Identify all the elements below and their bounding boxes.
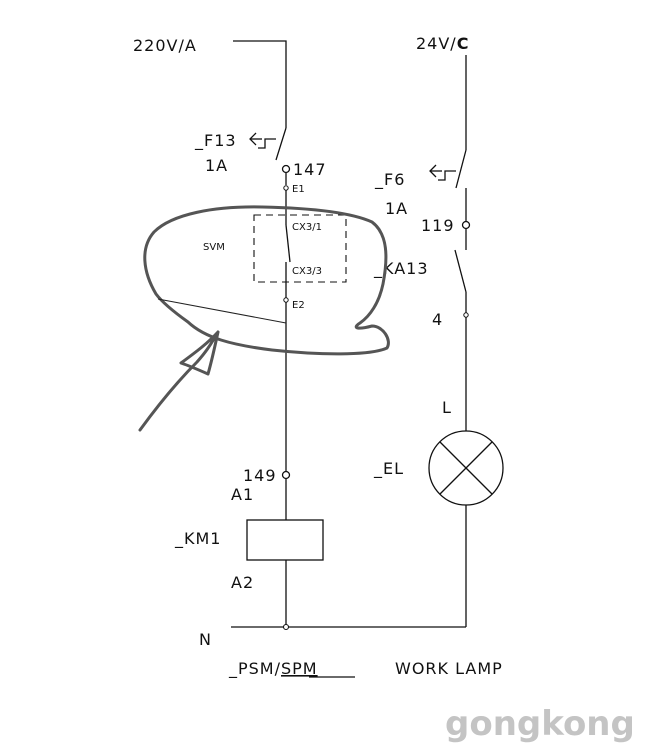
freehand-circle-outline — [143, 205, 390, 356]
fuse-f13-icon — [249, 132, 276, 149]
coil-a2-label: A2 — [231, 573, 254, 592]
lamp-icon — [428, 430, 504, 506]
terminal-e1 — [283, 185, 289, 191]
contact-cx3-box — [253, 214, 347, 283]
terminal-147 — [281, 164, 291, 174]
fuse-f13-rating: 1A — [205, 156, 228, 175]
terminal-4-label: 4 — [432, 310, 443, 329]
terminal-149-label: 149 — [243, 466, 277, 485]
neutral-junction — [282, 623, 290, 631]
hand-annotation: SVM — [138, 205, 390, 432]
fuse-f6-label: _F6 — [374, 170, 405, 190]
neutral-bus: N — [199, 623, 466, 649]
terminal-4 — [463, 312, 469, 318]
lamp-el-label: _EL — [373, 459, 404, 479]
neutral-label: N — [199, 630, 212, 649]
relay-ka13-contact — [454, 249, 467, 293]
terminal-119-label: 119 — [421, 216, 455, 235]
contact-cx3-top-label: CX3/1 — [292, 222, 322, 233]
relay-ka13-label: _KA13 — [373, 259, 429, 279]
watermark-logo: gongkong — [445, 704, 635, 744]
hand-arrow-icon — [138, 330, 220, 432]
lamp-pin-label: L — [442, 398, 452, 417]
left-supply-label: 220V/A — [133, 36, 197, 55]
terminal-e2 — [283, 297, 289, 303]
annotation-svm-label: SVM — [203, 242, 225, 253]
right-supply-label: 24V/C — [416, 34, 469, 53]
terminal-149 — [281, 470, 291, 480]
left-caption: _PSM/SPM — [228, 659, 318, 679]
terminal-e1-label: E1 — [292, 184, 305, 195]
fuse-f6-rating: 1A — [385, 199, 408, 218]
fuse-f13-label: _F13 — [194, 131, 237, 151]
coil-a1-label: A1 — [231, 485, 254, 504]
coil-km1 — [246, 519, 324, 561]
contact-cx3-bottom-label: CX3/3 — [292, 266, 322, 277]
annotation-pointer-line — [157, 298, 287, 324]
terminal-147-label: 147 — [293, 160, 327, 179]
fuse-f13-contact — [275, 127, 287, 161]
right-caption: WORK LAMP — [395, 659, 503, 678]
terminal-e2-label: E2 — [292, 300, 305, 311]
left-supply-wire — [233, 40, 287, 120]
left-circuit: 220V/A _F13 1A 147 E1 CX3/1 CX3/3 E2 — [133, 36, 355, 679]
fuse-f6-contact — [455, 149, 467, 189]
contact-cx3-switch — [285, 224, 291, 263]
coil-km1-label: _KM1 — [174, 529, 221, 549]
terminal-119 — [461, 220, 471, 230]
right-circuit: 24V/C _F6 1A 119 _KA13 4 L _EL — [373, 34, 504, 678]
fuse-f6-icon — [429, 164, 456, 181]
